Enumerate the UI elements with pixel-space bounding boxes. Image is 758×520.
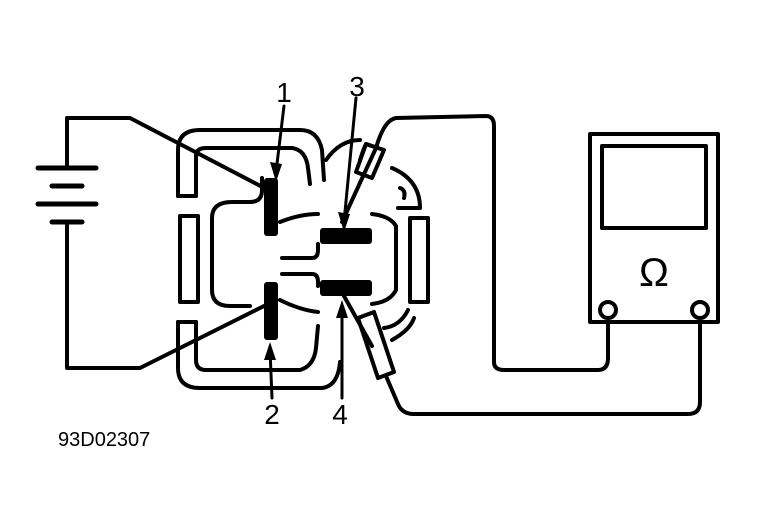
meter-jack-left	[598, 300, 618, 320]
terminal-3-blade	[320, 228, 372, 244]
figure-code: 93D02307	[58, 429, 150, 451]
relay-connector	[176, 128, 430, 390]
battery-icon	[35, 116, 274, 370]
ohm-symbol: Ω	[639, 251, 669, 295]
terminal-2-blade	[264, 282, 278, 340]
probe-lead-lower	[342, 294, 702, 416]
terminal-2-label: 2	[264, 399, 280, 430]
terminal-3-label: 3	[349, 71, 365, 102]
terminal-4-blade	[320, 280, 372, 296]
meter-jack-right	[690, 300, 710, 320]
ohmmeter-icon	[588, 132, 720, 324]
terminal-1-blade	[264, 178, 278, 236]
probe-lead-upper	[340, 114, 610, 372]
terminal-4-label: 4	[332, 399, 348, 430]
terminal-1-label: 1	[276, 77, 292, 108]
label-arrows	[264, 96, 358, 400]
